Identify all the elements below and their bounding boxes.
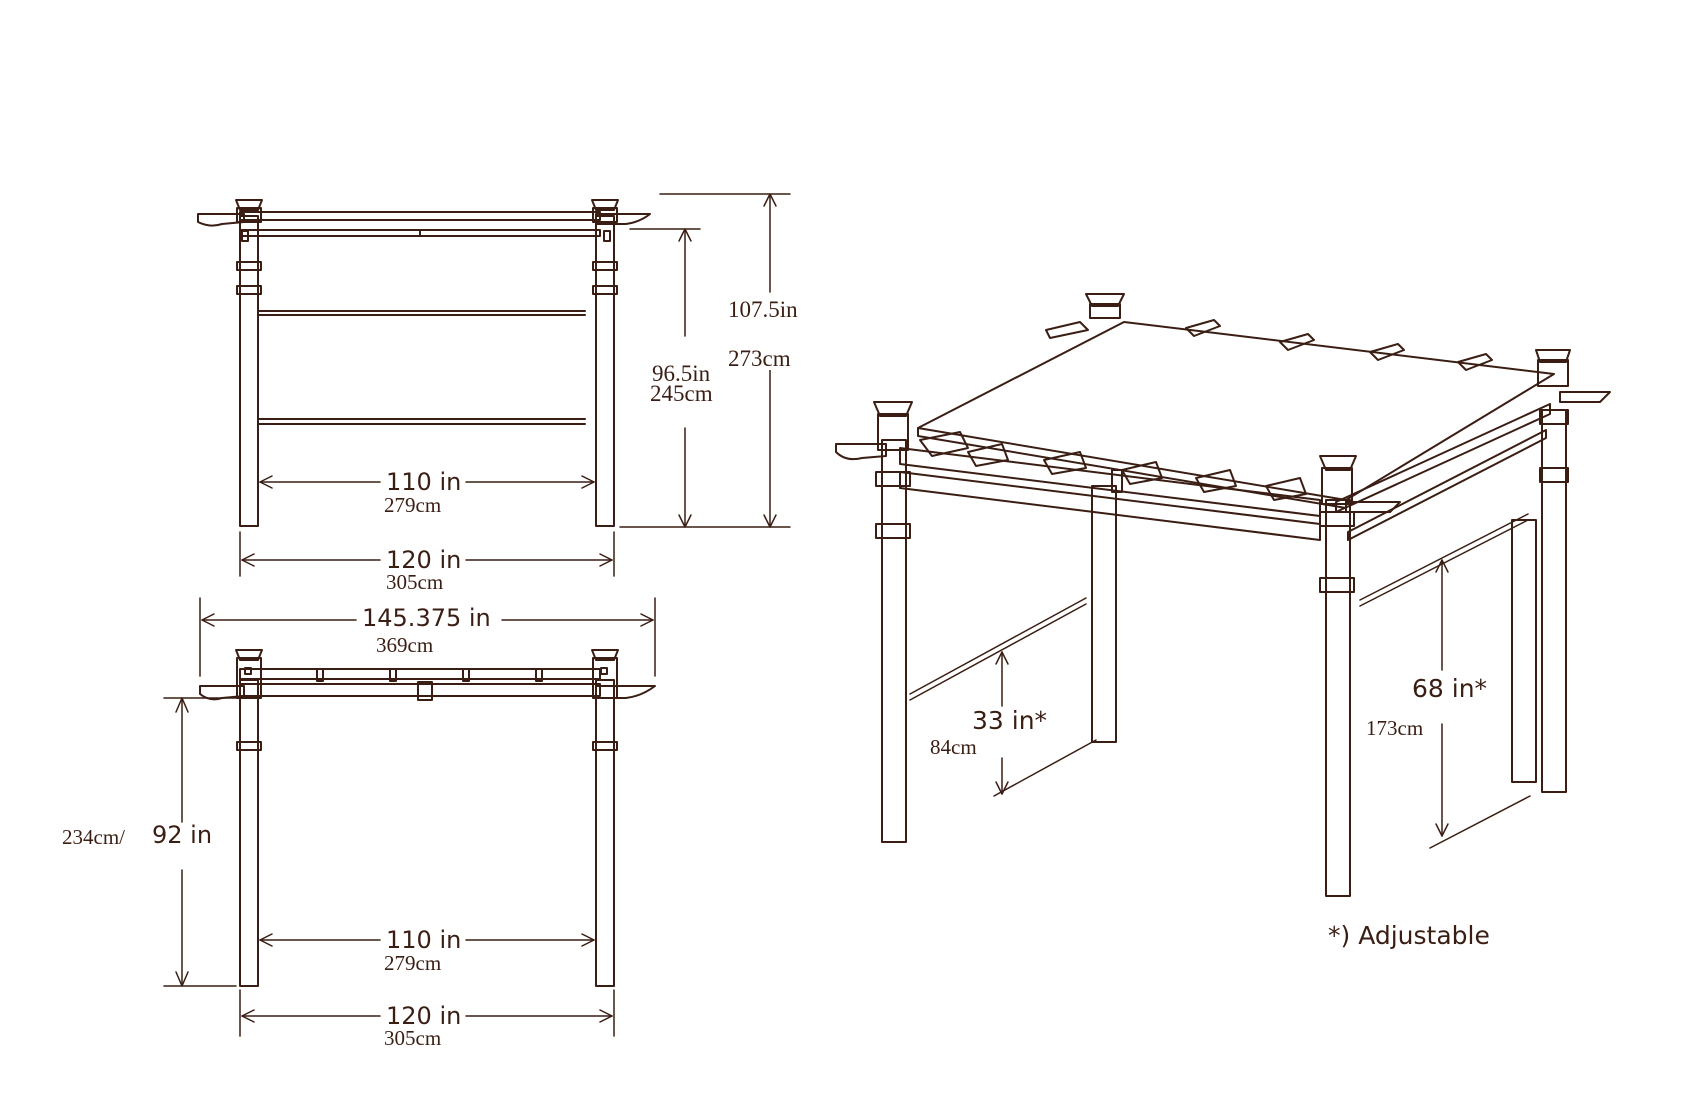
side-inner-width-cm: 279cm <box>384 951 442 975</box>
side-height-cm: 234cm/ <box>62 825 125 849</box>
side-inner-width-in: 110 in <box>384 926 464 954</box>
high-rail-height-in: 68 in* <box>1410 674 1490 703</box>
side-overall-length-in: 145.375 in <box>360 604 493 632</box>
side-overall-length-cm: 369cm <box>376 633 434 657</box>
front-view <box>197 193 791 577</box>
side-view <box>163 597 656 1037</box>
front-total-height-in: 107.5in <box>726 297 800 322</box>
side-outer-width-in: 120 in <box>384 1002 464 1030</box>
low-rail-height-in: 33 in* <box>970 706 1050 735</box>
low-rail-height-cm: 84cm <box>930 735 977 759</box>
side-height-in: 92 in <box>150 821 215 849</box>
side-outer-width-cm: 305cm <box>384 1026 442 1050</box>
front-clearance-cm: 245cm <box>648 381 715 406</box>
perspective-view <box>835 293 1611 897</box>
front-clearance-in: 96.5in <box>650 361 713 386</box>
front-outer-width-cm: 305cm <box>386 570 444 594</box>
front-outer-width-in: 120 in <box>384 546 464 574</box>
front-inner-width-in: 110 in <box>384 468 464 496</box>
adjustable-footnote: *) Adjustable <box>1328 921 1490 950</box>
high-rail-height-cm: 173cm <box>1366 716 1424 740</box>
front-total-height-cm: 273cm <box>726 346 793 371</box>
front-inner-width-cm: 279cm <box>384 493 442 517</box>
